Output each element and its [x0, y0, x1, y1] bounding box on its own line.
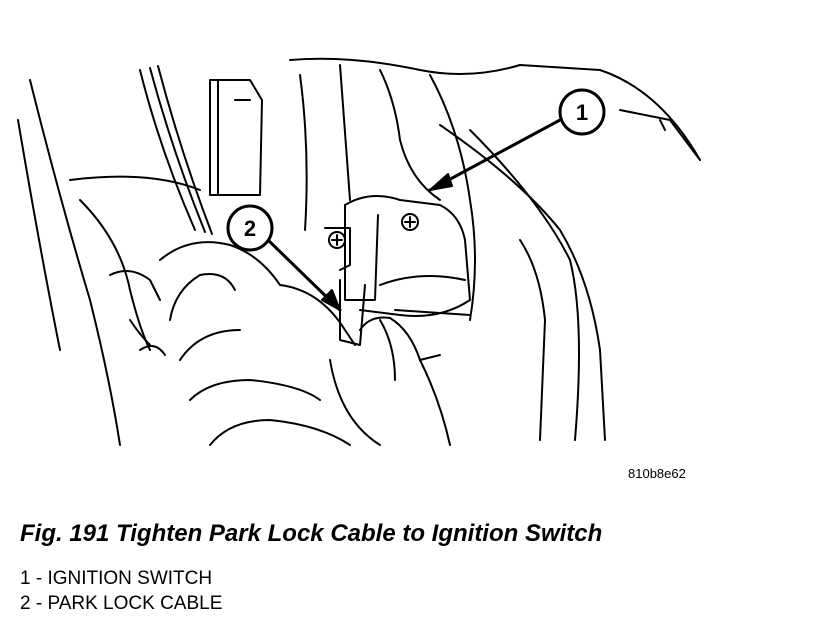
- callout-2-number: 2: [244, 216, 256, 241]
- ignition-switch: [344, 195, 471, 317]
- technician-hands: [159, 241, 451, 446]
- legend-item-2: 2 - PARK LOCK CABLE: [20, 593, 223, 614]
- legend: 1 - IGNITION SWITCH 2 - PARK LOCK CABLE: [20, 566, 222, 616]
- figure-caption: Fig. 191 Tighten Park Lock Cable to Igni…: [20, 520, 603, 547]
- steering-column: [289, 57, 701, 441]
- line-art-illustration: 1 2: [17, 57, 701, 446]
- dash-side-panel: [17, 79, 201, 446]
- figure-id-code: 810b8e62: [628, 466, 686, 481]
- callout-1-number: 1: [576, 100, 588, 125]
- callout-1: 1: [428, 88, 606, 192]
- wiring-harness: [139, 65, 263, 235]
- legend-item-1: 1 - IGNITION SWITCH: [20, 568, 213, 589]
- callout-2: 2: [226, 204, 342, 312]
